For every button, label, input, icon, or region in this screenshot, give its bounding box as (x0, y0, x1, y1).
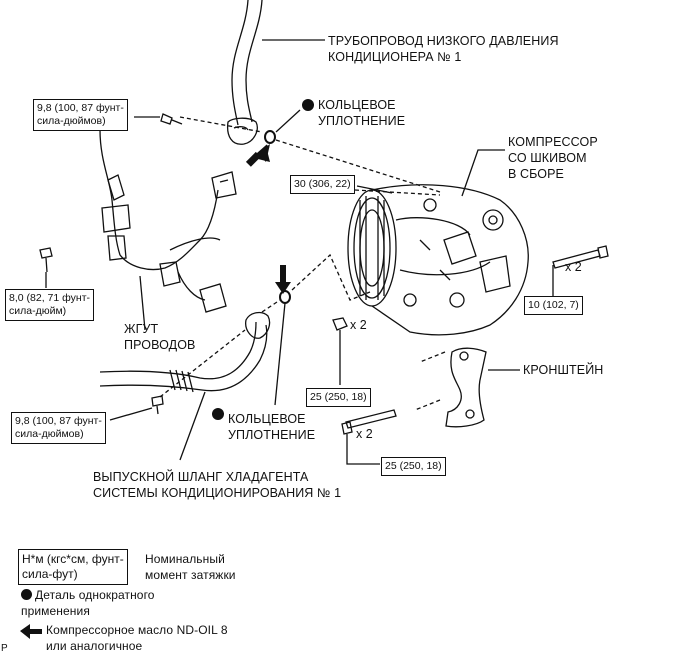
legend-torque-desc: Номинальный момент затяжки (145, 552, 236, 582)
single-use-dot-top (302, 99, 314, 111)
label-compressor: КОМПРЕССОР СО ШКИВОМ В СБОРЕ (508, 135, 598, 181)
legend-torque-box: Н*м (кгс*см, фунт- сила-фут) (18, 549, 128, 585)
low-pressure-pipe (231, 0, 263, 126)
label-harness: ЖГУТ ПРОВОДОВ (124, 322, 196, 352)
compressor-with-pulley (347, 184, 529, 336)
legend-arrow (20, 624, 42, 639)
label-low-pressure-pipe: ТРУБОПРОВОД НИЗКОГО ДАВЛЕНИЯ КОНДИЦИОНЕР… (328, 34, 559, 64)
label-o-ring-top: КОЛЬЦЕВОЕ УПЛОТНЕНИЕ (318, 98, 406, 128)
label-o-ring-bottom: КОЛЬЦЕВОЕ УПЛОТНЕНИЕ (228, 412, 316, 442)
torque-box-bracket-bolt: 25 (250, 18) (381, 457, 446, 476)
multiplier-long-bolt: x 2 (565, 260, 582, 274)
label-bracket: КРОНШТЕЙН (523, 363, 604, 377)
legend-oil: Компрессорное масло ND-OIL 8 или аналоги… (46, 623, 228, 653)
corner-mark: P (1, 643, 8, 654)
legend-dot-icon (21, 589, 32, 600)
torque-box-hose-bolt: 9,8 (100, 87 фунт- сила-дюймов) (11, 412, 106, 444)
multiplier-bracket-bolt: x 2 (356, 427, 373, 441)
label-discharge-hose: ВЫПУСКНОЙ ШЛАНГ ХЛАДАГЕНТА СИСТЕМЫ КОНДИ… (93, 470, 342, 500)
torque-box-harness-bolt-top: 9,8 (100, 87 фунт- сила-дюймов) (33, 99, 128, 131)
torque-box-harness-bolt-left: 8,0 (82, 71 фунт- сила-дюйм) (5, 289, 94, 321)
single-use-dot-bottom (212, 408, 224, 420)
o-ring-bottom (279, 290, 291, 304)
discharge-hose (99, 321, 268, 392)
torque-box-compressor-bolt: 30 (306, 22) (290, 175, 355, 194)
o-ring-top (264, 130, 276, 144)
legend-single-use: Деталь однократного применения (21, 587, 155, 619)
torque-box-nut: 25 (250, 18) (306, 388, 371, 407)
torque-box-long-bolt: 10 (102, 7) (524, 296, 583, 315)
oil-arrow-bottom (275, 282, 291, 294)
multiplier-nut: x 2 (350, 318, 367, 332)
legend-single-use-text: Деталь однократного применения (21, 588, 155, 618)
bracket (445, 347, 487, 428)
wire-harness (99, 129, 219, 271)
